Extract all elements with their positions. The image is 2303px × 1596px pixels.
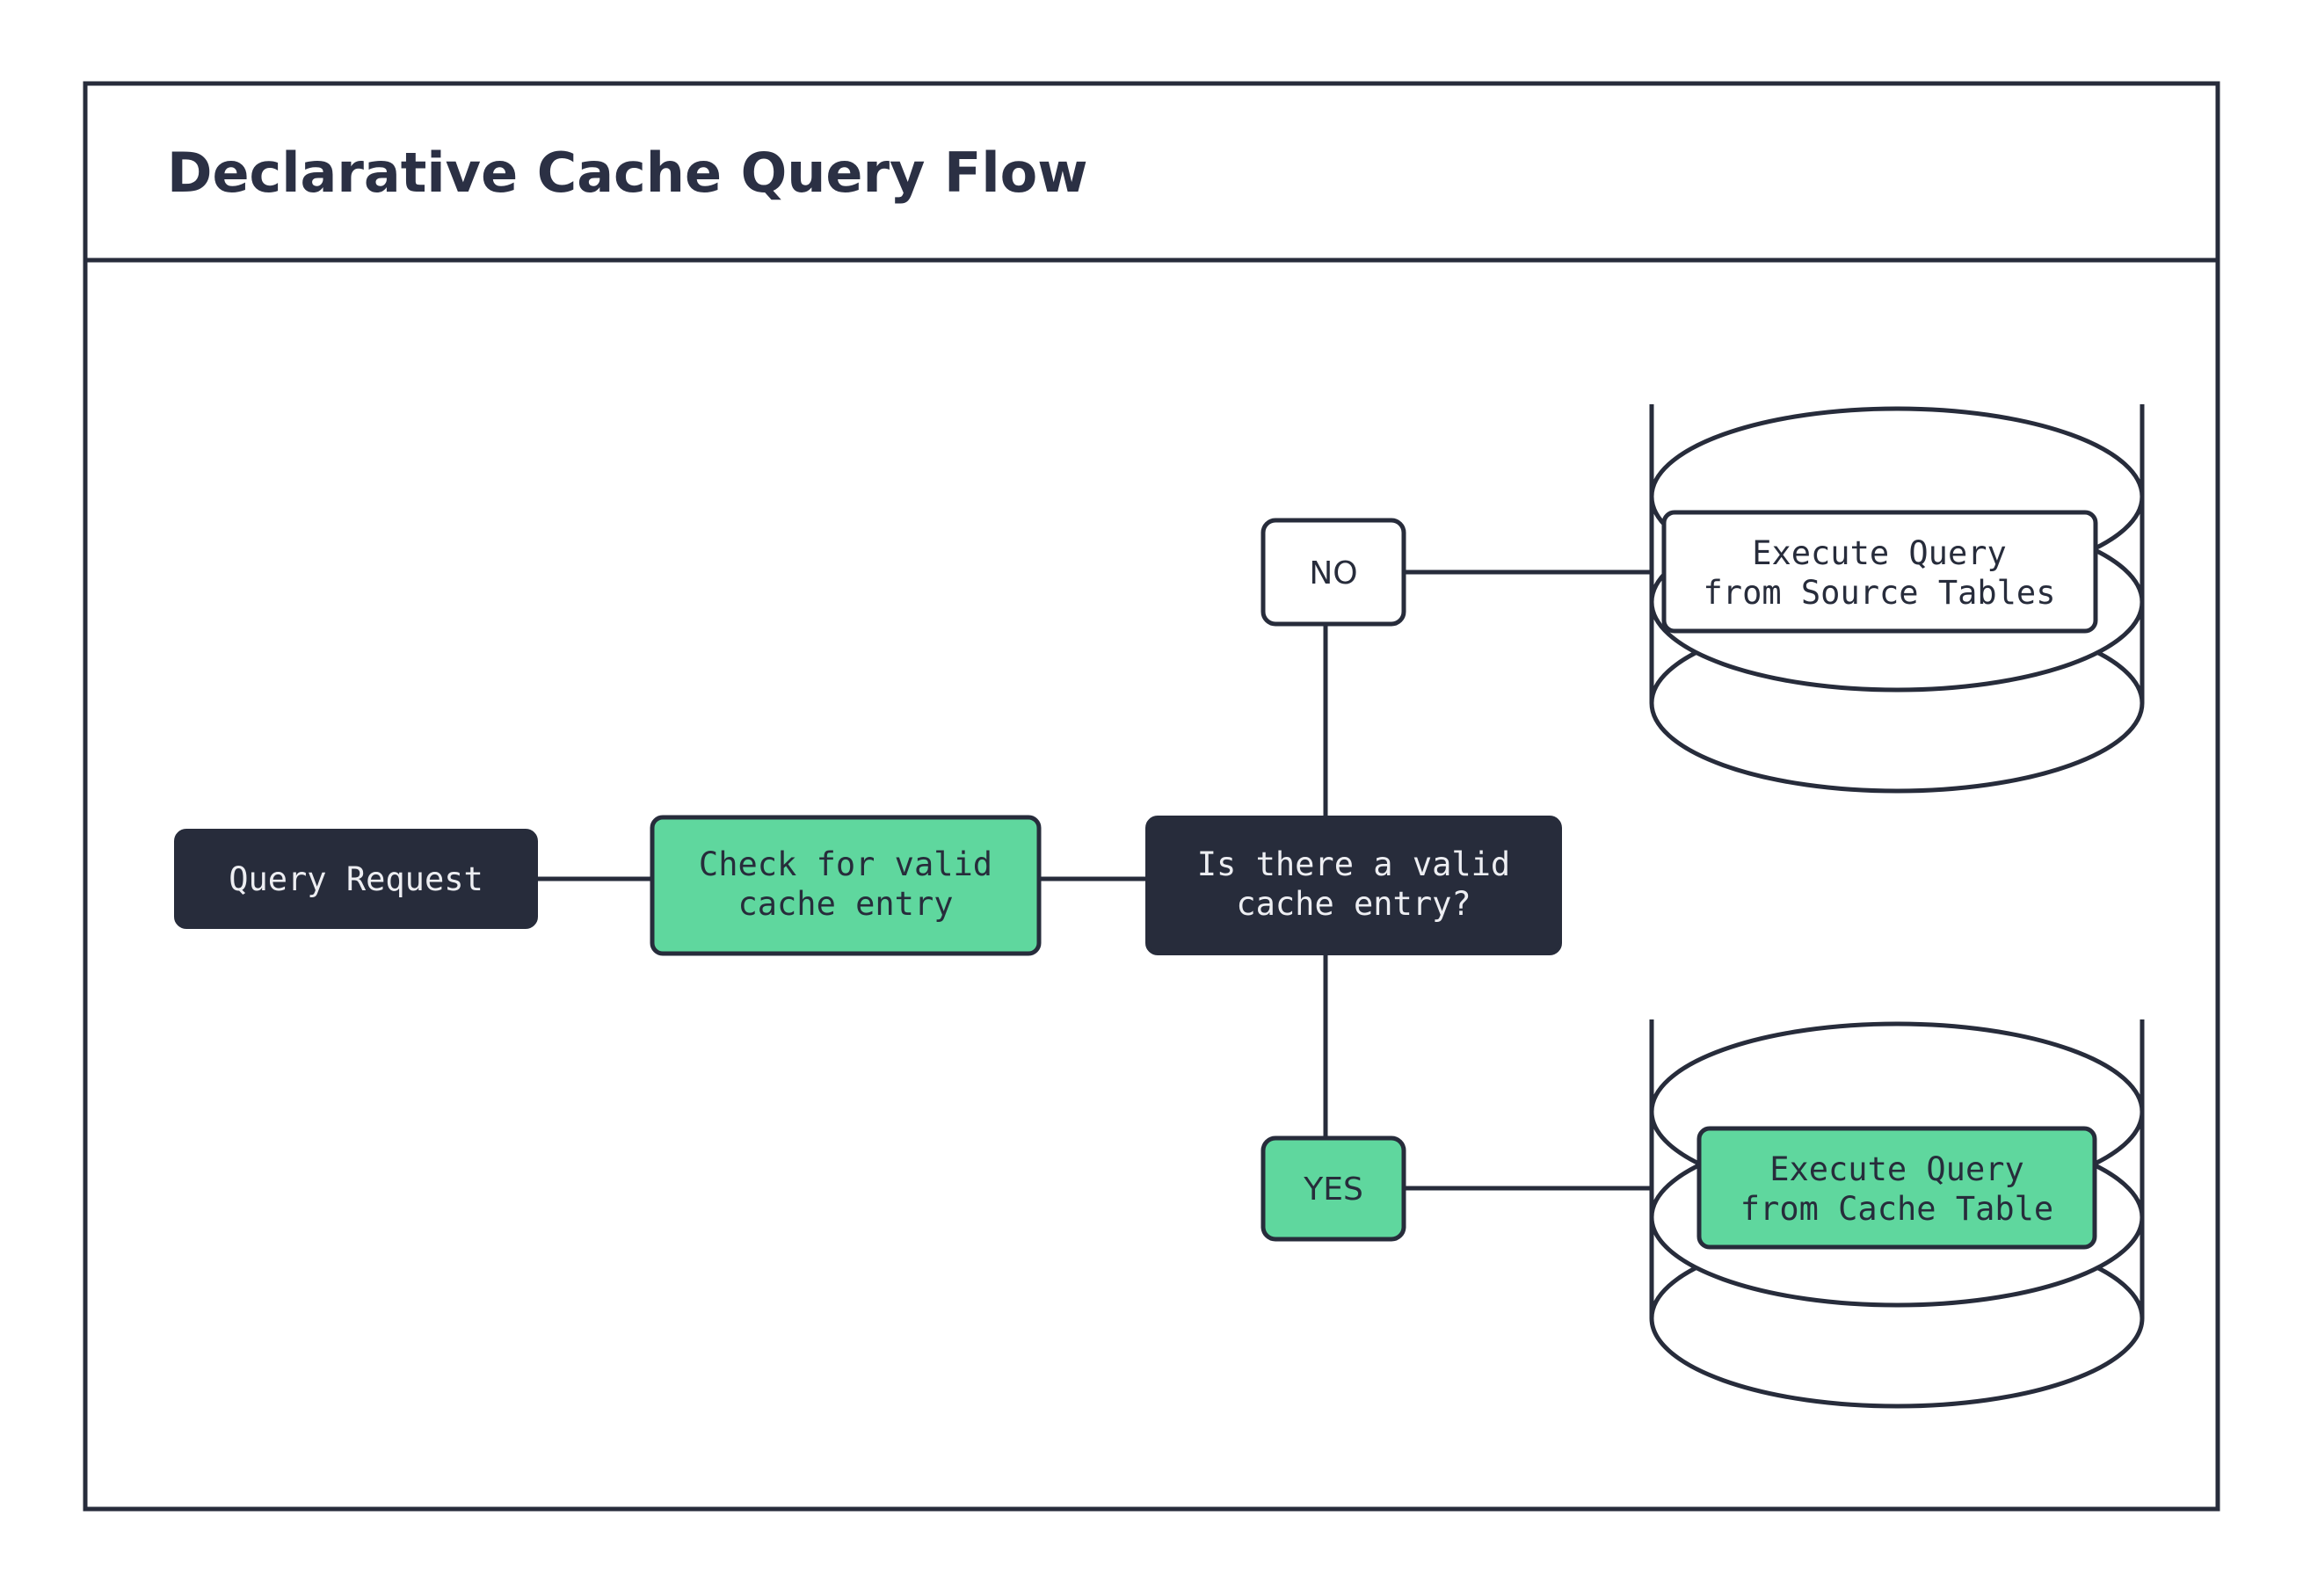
- check-cache-box[interactable]: [650, 815, 1042, 956]
- decision-valid-cache-box[interactable]: [1145, 816, 1562, 955]
- page-title: Declarative Cache Query Flow: [167, 141, 1088, 205]
- branch-yes-node[interactable]: YES: [1260, 1135, 1406, 1242]
- execute-cache-label-line1: Execute Query: [1769, 1150, 2024, 1188]
- query-request-label: Query Request: [229, 860, 483, 898]
- branch-no-node[interactable]: NO: [1260, 518, 1406, 627]
- execute-source-label-line1: Execute Query: [1752, 534, 2007, 572]
- decision-label-line1: Is there a valid: [1197, 845, 1510, 883]
- execute-cache-box[interactable]: [1696, 1126, 2097, 1250]
- execute-source-box[interactable]: [1661, 510, 2098, 634]
- branch-yes-box[interactable]: [1260, 1135, 1406, 1242]
- query-request-box[interactable]: [174, 829, 538, 929]
- execute-source-node[interactable]: Execute Query from Source Tables: [1661, 510, 2098, 634]
- check-cache-node[interactable]: Check for valid cache entry: [650, 815, 1042, 956]
- query-request-node[interactable]: Query Request: [174, 829, 538, 929]
- check-cache-label-line1: Check for valid: [699, 845, 992, 883]
- execute-cache-node[interactable]: Execute Query from Cache Table: [1696, 1126, 2097, 1250]
- branch-no-box[interactable]: [1260, 518, 1406, 627]
- decision-valid-cache-node[interactable]: Is there a valid cache entry?: [1145, 816, 1562, 955]
- decision-label-line2: cache entry?: [1236, 885, 1471, 923]
- branch-no-label: NO: [1309, 555, 1357, 591]
- check-cache-label-line2: cache entry: [737, 885, 953, 923]
- execute-cache-label-line2: from Cache Table: [1740, 1190, 2053, 1228]
- branch-yes-label: YES: [1303, 1172, 1363, 1208]
- execute-source-label-line2: from Source Tables: [1704, 574, 2056, 612]
